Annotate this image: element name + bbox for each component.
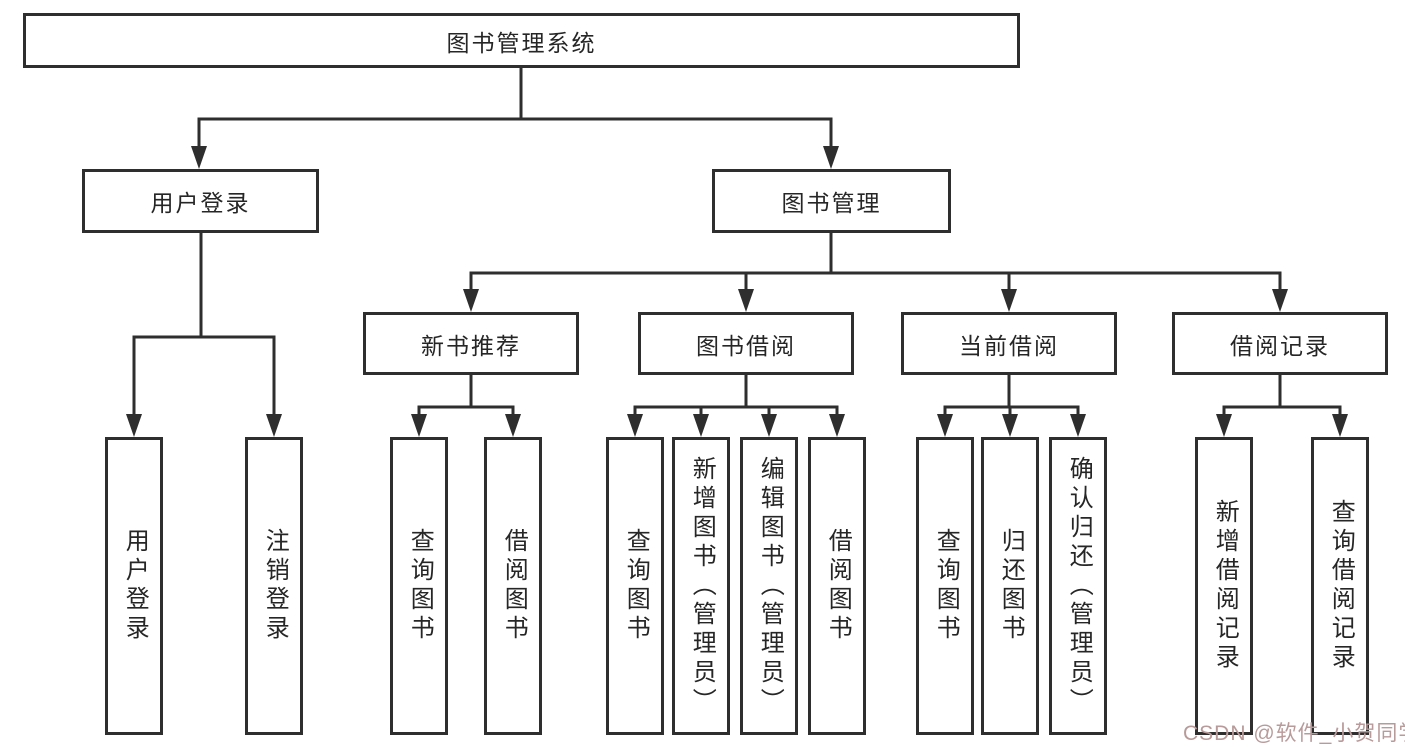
leaf-current-confirm-return-label: 确认归还（管理员）: [1065, 455, 1093, 717]
leaf-records-query-record: 查询借阅记录: [1311, 437, 1369, 735]
leaf-recommend-query-book-label: 查询图书: [406, 528, 434, 644]
leaf-current-return-book-label: 归还图书: [997, 528, 1025, 644]
leaf-recommend-borrow-book-label: 借阅图书: [500, 528, 528, 644]
leaf-borrow-add-book-label: 新增图书（管理员）: [688, 455, 716, 717]
leaf-current-query-book-label: 查询图书: [932, 528, 960, 644]
leaf-user-login-label: 用户登录: [121, 528, 149, 644]
leaf-logout-label: 注销登录: [261, 528, 289, 644]
node-new-book-recommend: 新书推荐: [363, 312, 579, 375]
leaf-recommend-query-book: 查询图书: [390, 437, 448, 735]
leaf-user-login: 用户登录: [105, 437, 163, 735]
leaf-current-query-book: 查询图书: [916, 437, 974, 735]
leaf-records-add-record: 新增借阅记录: [1195, 437, 1253, 735]
leaf-borrow-borrow-book-label: 借阅图书: [824, 528, 852, 644]
leaf-logout: 注销登录: [245, 437, 303, 735]
leaf-current-confirm-return: 确认归还（管理员）: [1049, 437, 1107, 735]
leaf-borrow-edit-book-label: 编辑图书（管理员）: [756, 455, 784, 717]
node-book-borrow: 图书借阅: [638, 312, 854, 375]
leaf-records-add-record-label: 新增借阅记录: [1211, 499, 1239, 673]
leaf-current-return-book: 归还图书: [981, 437, 1039, 735]
leaf-borrow-query-book-label: 查询图书: [622, 528, 650, 644]
node-borrow-records: 借阅记录: [1172, 312, 1388, 375]
node-current-borrow: 当前借阅: [901, 312, 1117, 375]
node-root: 图书管理系统: [23, 13, 1020, 68]
node-book-management: 图书管理: [712, 169, 951, 233]
leaf-borrow-add-book: 新增图书（管理员）: [672, 437, 730, 735]
leaf-recommend-borrow-book: 借阅图书: [484, 437, 542, 735]
leaf-borrow-edit-book: 编辑图书（管理员）: [740, 437, 798, 735]
csdn-watermark: CSDN @软件_小贺同学: [1183, 722, 1405, 745]
leaf-records-query-record-label: 查询借阅记录: [1327, 499, 1355, 673]
leaf-borrow-query-book: 查询图书: [606, 437, 664, 735]
leaf-borrow-borrow-book: 借阅图书: [808, 437, 866, 735]
node-user-login: 用户登录: [82, 169, 319, 233]
